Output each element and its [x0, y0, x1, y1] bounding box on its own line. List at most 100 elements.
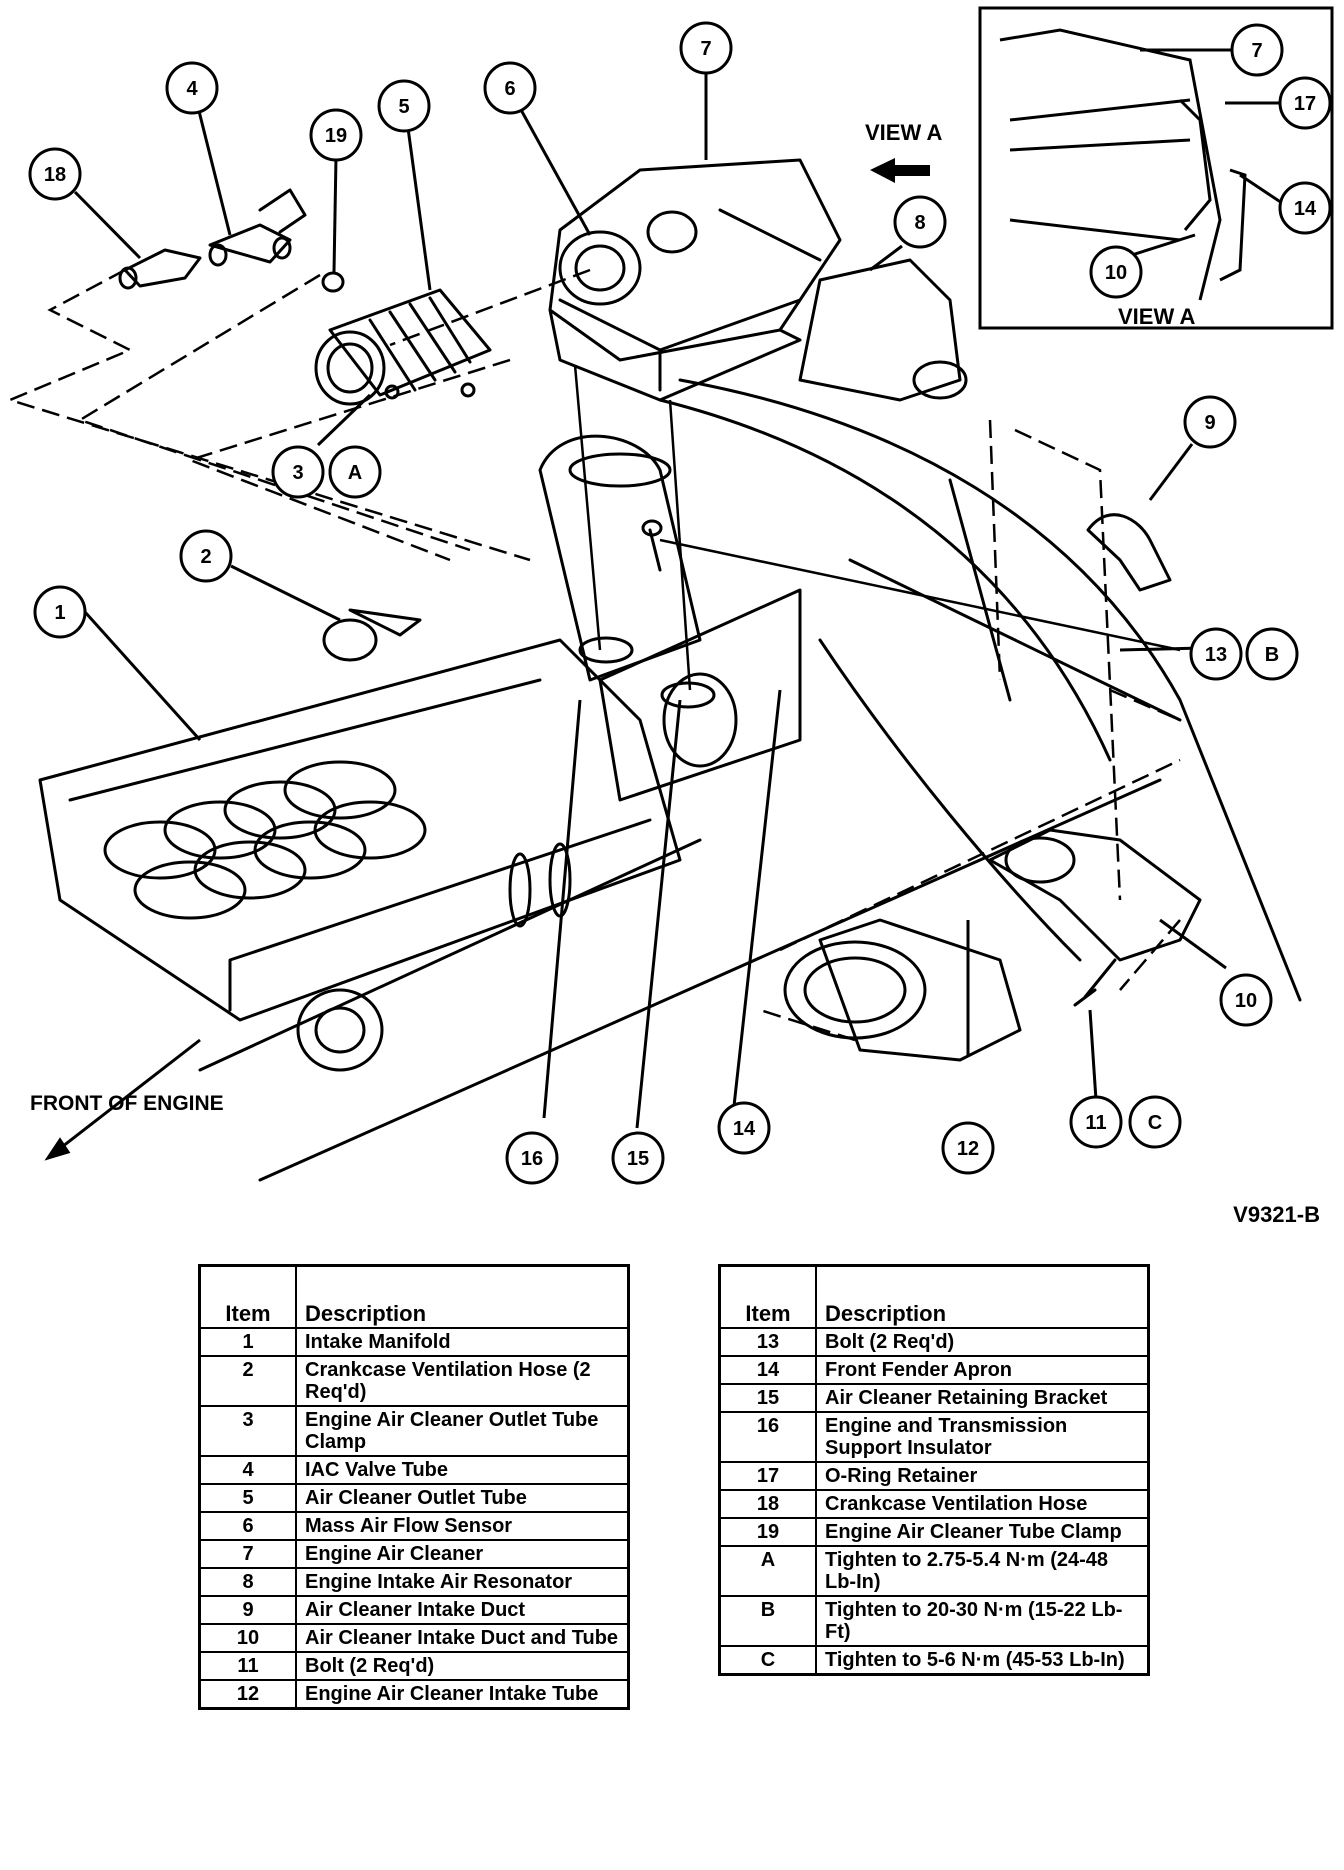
resonator-shape	[798, 258, 968, 402]
callout-label-15: 15	[627, 1148, 649, 1170]
callout-2	[179, 529, 233, 583]
item-cell: 8	[198, 1567, 297, 1597]
callout-4	[165, 61, 219, 115]
item-cell: 6	[198, 1511, 297, 1541]
description-cell: Bolt (2 Req'd)	[815, 1327, 1150, 1357]
callout-label-8: 8	[914, 212, 925, 234]
item-cell: 19	[718, 1517, 817, 1547]
item-cell: 9	[198, 1595, 297, 1625]
bolt-shape	[1073, 958, 1117, 1007]
callout-label-1: 1	[54, 602, 65, 624]
exploded-parts-diagram: VIEW A VIEW A FRONT OF ENGINE	[6, 6, 1334, 1185]
callout-15	[611, 1131, 665, 1185]
callout-label-9: 9	[1204, 412, 1215, 434]
item-cell: 15	[718, 1383, 817, 1413]
description-cell: Air Cleaner Intake Duct and Tube	[295, 1623, 630, 1653]
air-cleaner-housing-shape	[548, 158, 842, 402]
callout-9	[1183, 395, 1237, 449]
description-cell: Front Fender Apron	[815, 1355, 1150, 1385]
description-cell: Tighten to 2.75-5.4 N·m (24-48 Lb-In)	[815, 1545, 1150, 1597]
front-of-engine-label: FRONT OF ENGINE	[30, 1092, 224, 1115]
description-cell: Engine and Transmission Support Insulato…	[815, 1411, 1150, 1463]
callout-19	[309, 108, 363, 162]
tube-clamp-shape	[321, 271, 345, 293]
intake-duct-tube-shape	[988, 828, 1202, 962]
description-cell: O-Ring Retainer	[815, 1461, 1150, 1491]
description-header: Description	[815, 1264, 1150, 1329]
callout-label-5: 5	[398, 96, 409, 118]
description-cell: IAC Valve Tube	[295, 1455, 630, 1485]
callout-label-14: 14	[733, 1118, 756, 1140]
callout-3	[271, 445, 325, 499]
view-a-arrow	[870, 158, 930, 183]
description-cell: Crankcase Ventilation Hose (2 Req'd)	[295, 1355, 630, 1407]
item-cell: 4	[198, 1455, 297, 1485]
inset-callout-14	[1278, 181, 1332, 235]
callout-label-12: 12	[957, 1138, 979, 1160]
item-cell: 5	[198, 1483, 297, 1513]
callout-B	[1245, 627, 1299, 681]
item-cell: 18	[718, 1489, 817, 1519]
item-cell: 13	[718, 1327, 817, 1357]
callout-label-C: C	[1148, 1112, 1162, 1134]
item-cell: 16	[718, 1411, 817, 1463]
inset-callout-label-17: 17	[1294, 93, 1316, 115]
callout-label-18: 18	[44, 164, 66, 186]
callout-label-3: 3	[292, 462, 303, 484]
item-cell: 2	[198, 1355, 297, 1407]
inset-callout-label-10: 10	[1105, 262, 1127, 284]
description-cell: Engine Air Cleaner Tube Clamp	[815, 1517, 1150, 1547]
assembly-lines	[6, 268, 1181, 1042]
item-cell: 17	[718, 1461, 817, 1491]
item-cell: B	[718, 1595, 817, 1647]
item-cell: C	[718, 1645, 817, 1676]
callout-A	[328, 445, 382, 499]
item-cell: 11	[198, 1651, 297, 1681]
item-cell: 12	[198, 1679, 297, 1710]
inset-callout-label-14: 14	[1294, 198, 1317, 220]
callout-label-16: 16	[521, 1148, 543, 1170]
front-arrow	[44, 1038, 201, 1161]
item-cell: A	[718, 1545, 817, 1597]
inset-view-a	[978, 6, 1334, 330]
crankcase-hose-shape	[118, 248, 202, 290]
description-cell: Engine Air Cleaner Outlet Tube Clamp	[295, 1405, 630, 1457]
inset-callout-7	[1230, 23, 1284, 77]
callout-label-2: 2	[200, 546, 211, 568]
callout-label-4: 4	[186, 78, 198, 100]
callout-16	[505, 1131, 559, 1185]
item-header: Item	[198, 1264, 297, 1329]
inset-callout-10	[1089, 245, 1143, 299]
description-cell: Air Cleaner Intake Duct	[295, 1595, 630, 1625]
item-cell: 1	[198, 1327, 297, 1357]
callout-label-13: 13	[1205, 644, 1227, 666]
description-cell: Engine Air Cleaner Intake Tube	[295, 1679, 630, 1710]
callout-14	[717, 1101, 771, 1155]
callout-labels: 18 4 19 5 6 7 8 9 3 A 2 1 13 B 10 14 15 …	[44, 38, 1317, 1170]
callout-7	[679, 21, 733, 75]
item-header: Item	[718, 1264, 817, 1329]
callout-1	[33, 585, 87, 639]
callout-18	[28, 147, 82, 201]
description-cell: Engine Air Cleaner	[295, 1539, 630, 1569]
description-cell: Air Cleaner Retaining Bracket	[815, 1383, 1150, 1413]
description-cell: Tighten to 5-6 N·m (45-53 Lb-In)	[815, 1645, 1150, 1676]
